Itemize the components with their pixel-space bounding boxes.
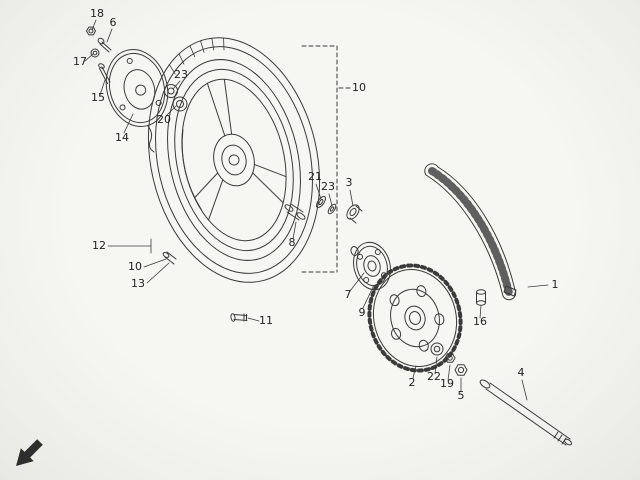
part-label-1: 1 <box>552 278 559 291</box>
washer-17 <box>90 48 100 58</box>
bolt-6 <box>97 37 112 53</box>
bolt-11 <box>230 313 248 322</box>
stud-15 <box>98 63 111 84</box>
orientation-arrow-icon <box>16 439 43 466</box>
part-label-21: 21 <box>308 170 322 183</box>
tire-tread-marks <box>169 37 225 75</box>
part-label-23-a: 23 <box>174 68 188 81</box>
part-label-23-b: 23 <box>321 180 335 193</box>
part-labels: 18 6 17 15 14 23 20 10 21 23 3 8 7 9 12 … <box>73 7 559 402</box>
axle-shaft <box>479 379 573 446</box>
bearing-seals <box>164 84 188 112</box>
part-label-9: 9 <box>359 306 366 319</box>
leader-lines <box>84 19 549 401</box>
part-label-16: 16 <box>473 315 487 328</box>
washer-21 <box>316 195 326 209</box>
nut-18 <box>86 26 96 36</box>
part-label-7: 7 <box>345 288 352 301</box>
assembly-outline <box>301 45 353 273</box>
part-label-3: 3 <box>346 176 353 189</box>
part-label-19: 19 <box>440 377 454 390</box>
part-label-6: 6 <box>110 16 117 29</box>
spacer-8 <box>284 203 306 221</box>
part-label-4: 4 <box>518 366 525 379</box>
top-left-fasteners <box>86 26 112 84</box>
washer-23b <box>327 203 337 215</box>
washer-22 <box>430 342 444 356</box>
drive-chain <box>424 163 517 301</box>
axle-nut-5 <box>454 364 468 376</box>
part-label-10-left: 10 <box>128 260 142 273</box>
part-label-10-right: 10 <box>352 81 366 94</box>
part-label-17: 17 <box>73 55 87 68</box>
sprocket-carrier <box>350 241 391 291</box>
brake-panel <box>105 49 169 127</box>
part-label-18: 18 <box>90 7 104 20</box>
nut-19 <box>444 353 456 363</box>
part-label-15: 15 <box>91 91 105 104</box>
brake-arm <box>147 125 155 153</box>
part-label-20: 20 <box>157 113 171 126</box>
collar-16 <box>476 289 486 306</box>
part-label-2: 2 <box>409 376 416 389</box>
part-label-11: 11 <box>259 314 273 327</box>
master-link <box>503 285 517 297</box>
bushing-3 <box>346 204 363 224</box>
part-label-22: 22 <box>427 370 441 383</box>
rear-wheel <box>147 37 321 283</box>
part-label-5: 5 <box>458 389 465 402</box>
sprocket <box>367 263 463 373</box>
part-label-8: 8 <box>289 236 296 249</box>
pin-13 <box>162 251 177 265</box>
part-label-14: 14 <box>115 131 129 144</box>
part-label-13: 13 <box>131 277 145 290</box>
part-label-12: 12 <box>92 239 106 252</box>
